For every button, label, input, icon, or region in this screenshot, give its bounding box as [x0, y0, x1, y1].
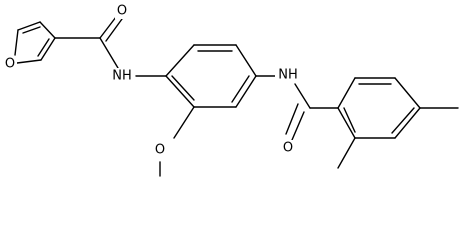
bond-ring1-f-inner — [171, 75, 195, 101]
bond-nh2-carbonyl — [294, 83, 311, 109]
svg-text:NH: NH — [112, 69, 132, 84]
svg-text:O: O — [5, 57, 15, 72]
bond-ring2-d — [394, 107, 421, 139]
bond-ring2-c — [394, 77, 421, 109]
bond-ring1-a — [165, 44, 195, 77]
bond-amide2-co-b — [285, 103, 299, 135]
bond-amide1-co-a — [99, 16, 117, 39]
bond-furan-c5-c4 — [17, 21, 41, 31]
bond-ring2-f-inner — [343, 107, 356, 133]
bond-ring1-d — [235, 75, 257, 108]
svg-text:NH: NH — [278, 68, 298, 83]
atom-labels: O O NH NH O O — [3, 3, 301, 158]
bond-ring2-a — [337, 77, 356, 109]
atom-O-furan: O — [3, 56, 17, 72]
svg-text:O: O — [283, 141, 293, 156]
atom-NH-2: NH — [275, 67, 301, 83]
bond-ring1-ome — [173, 106, 195, 139]
bond-furan-c2-o — [16, 59, 42, 64]
atom-NH-1: NH — [109, 68, 135, 84]
bond-furan-o-c5 — [14, 29, 19, 56]
bond-furan-c4-c3 — [39, 21, 56, 39]
bond-ring1-f — [165, 75, 195, 108]
bond-furan-c3-c2 — [40, 37, 56, 61]
svg-text:O: O — [155, 143, 165, 158]
bond-ring1-d-inner — [231, 75, 250, 103]
bond-ring2-ortho-methyl — [337, 137, 356, 169]
bond-ring1-c — [235, 44, 257, 77]
atom-O-amide-2: O — [281, 140, 295, 156]
atom-O-methoxy: O — [153, 142, 167, 158]
bond-ring2-f — [337, 107, 356, 139]
bond-amide2-co-a — [291, 111, 305, 141]
bond-lines — [14, 16, 459, 177]
svg-text:O: O — [117, 4, 127, 19]
bond-furan-c5-c4-inner — [22, 26, 41, 34]
atom-O-amide-1: O — [115, 3, 129, 19]
bond-amide1-co-b — [105, 18, 123, 42]
bond-furan-c3-c2-inner — [37, 38, 50, 57]
bond-ring2-d-inner — [391, 107, 415, 134]
bond-amide1-cn — [99, 37, 119, 69]
structure-diagram: O O NH NH O O — [3, 3, 459, 177]
